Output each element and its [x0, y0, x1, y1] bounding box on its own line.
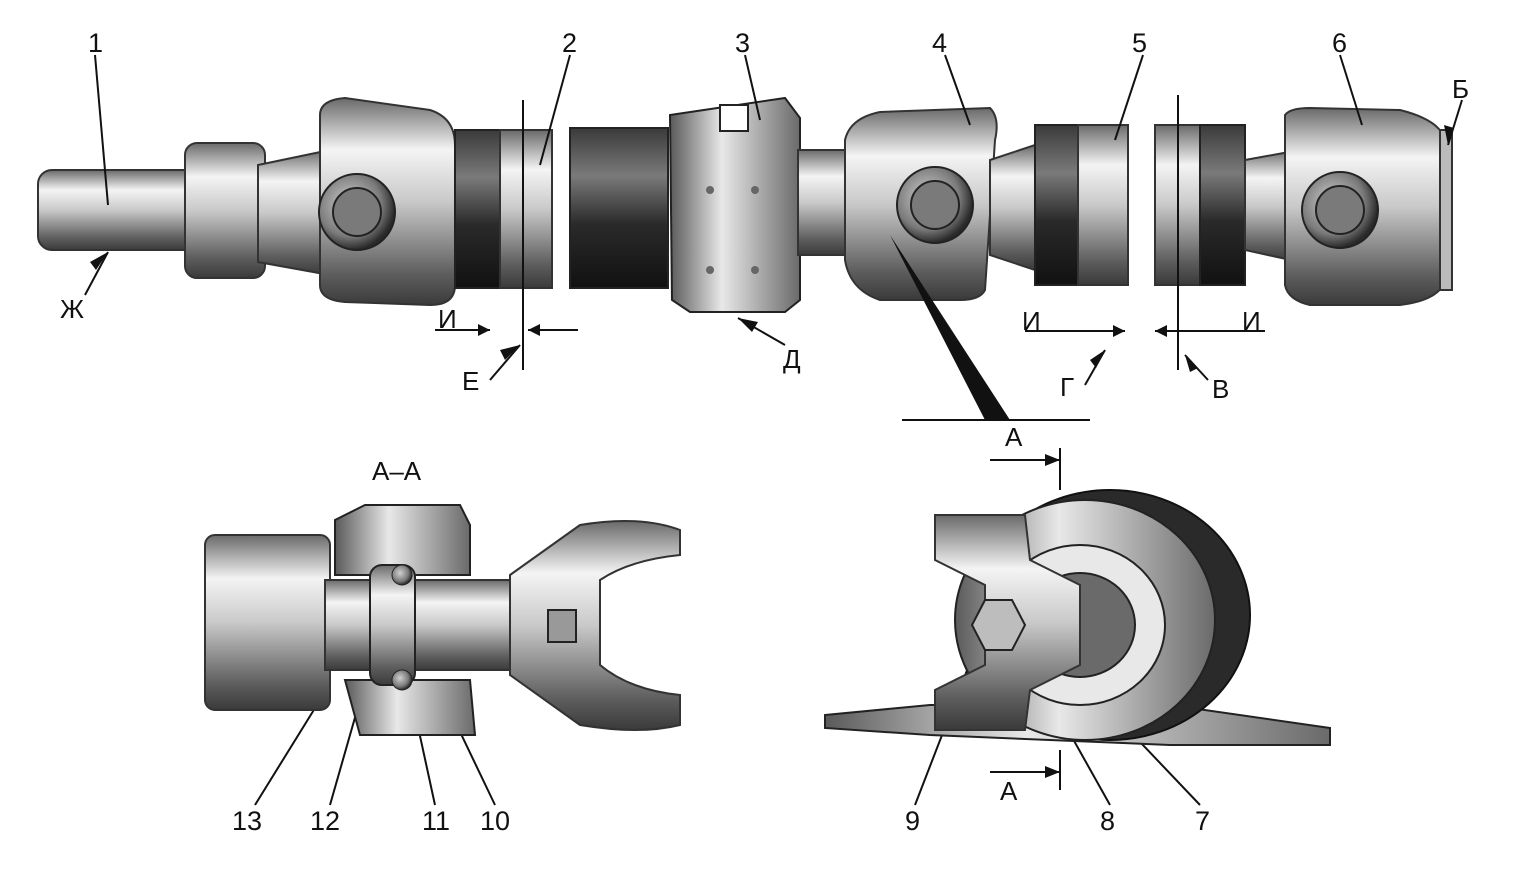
- rear-tube-2: [1154, 124, 1206, 286]
- middle-cross-cap-inner: [910, 180, 960, 230]
- reference-lines: [435, 95, 1265, 790]
- rear-cross-cap-inner: [1315, 185, 1365, 235]
- front-tube: [499, 129, 553, 289]
- part-label-2: 2: [562, 28, 577, 58]
- letter-labels: Б В Г Д Е Ж И И И А А А А–А: [60, 74, 1469, 806]
- label-g: Г: [1060, 372, 1074, 402]
- middle-tube: [569, 127, 669, 289]
- rear-tube-band-2: [1199, 124, 1246, 286]
- section-view-a-a: [204, 504, 681, 736]
- label-i-left: И: [438, 304, 457, 334]
- section-bearing-ring: [369, 564, 416, 686]
- part-label-4: 4: [932, 28, 947, 58]
- arrowheads: [90, 125, 1454, 778]
- slip-sleeve: [184, 142, 266, 279]
- section-yoke-nut: [547, 609, 577, 643]
- support-bolt: [706, 266, 714, 274]
- part-label-5: 5: [1132, 28, 1147, 58]
- rear-tube-band: [1034, 124, 1081, 286]
- support-end-view: [824, 489, 1331, 746]
- support-hex-nut: [970, 599, 1027, 651]
- support-bolt: [706, 186, 714, 194]
- part-label-8: 8: [1100, 806, 1115, 836]
- support-bolt: [751, 186, 759, 194]
- support-slot: [719, 104, 749, 132]
- section-yoke: [509, 520, 681, 731]
- label-zh: Ж: [60, 294, 84, 324]
- splined-shaft: [37, 169, 199, 251]
- part-label-6: 6: [1332, 28, 1347, 58]
- label-a-leader: А: [1005, 422, 1023, 452]
- part-label-3: 3: [735, 28, 750, 58]
- front-cross-cap-inner: [332, 187, 382, 237]
- label-i-mid: И: [1022, 306, 1041, 336]
- section-housing-bottom: [343, 679, 477, 736]
- front-tube-band: [454, 129, 506, 289]
- rear-tube: [1077, 124, 1129, 286]
- support-bolt: [751, 266, 759, 274]
- label-a-bottom: А: [1000, 776, 1018, 806]
- section-leader-wedge: [890, 235, 1010, 420]
- part-number-labels: 1 2 3 4 5 6 7 8 9 10 11 12 13: [88, 28, 1347, 836]
- label-v: В: [1212, 374, 1229, 404]
- section-ball-top: [391, 564, 413, 586]
- label-e: Е: [462, 366, 479, 396]
- part-label-11: 11: [422, 806, 450, 836]
- rear-flange: [1439, 129, 1453, 291]
- label-i-right: И: [1242, 306, 1261, 336]
- intermediate-support: [668, 96, 801, 313]
- section-title: А–А: [372, 456, 422, 486]
- section-housing-top: [334, 504, 471, 576]
- section-shaft: [324, 579, 521, 671]
- section-ball-bottom: [391, 669, 413, 691]
- part-label-12: 12: [310, 806, 340, 836]
- part-label-7: 7: [1195, 806, 1210, 836]
- part-label-1: 1: [88, 28, 103, 58]
- driveshaft-assembly: [37, 96, 1453, 313]
- part-label-13: 13: [232, 806, 262, 836]
- part-label-10: 10: [480, 806, 510, 836]
- section-tube: [204, 534, 331, 711]
- label-d: Д: [783, 344, 801, 374]
- label-b: Б: [1452, 74, 1469, 104]
- part-label-9: 9: [905, 806, 920, 836]
- middle-yoke-neck: [989, 143, 1036, 272]
